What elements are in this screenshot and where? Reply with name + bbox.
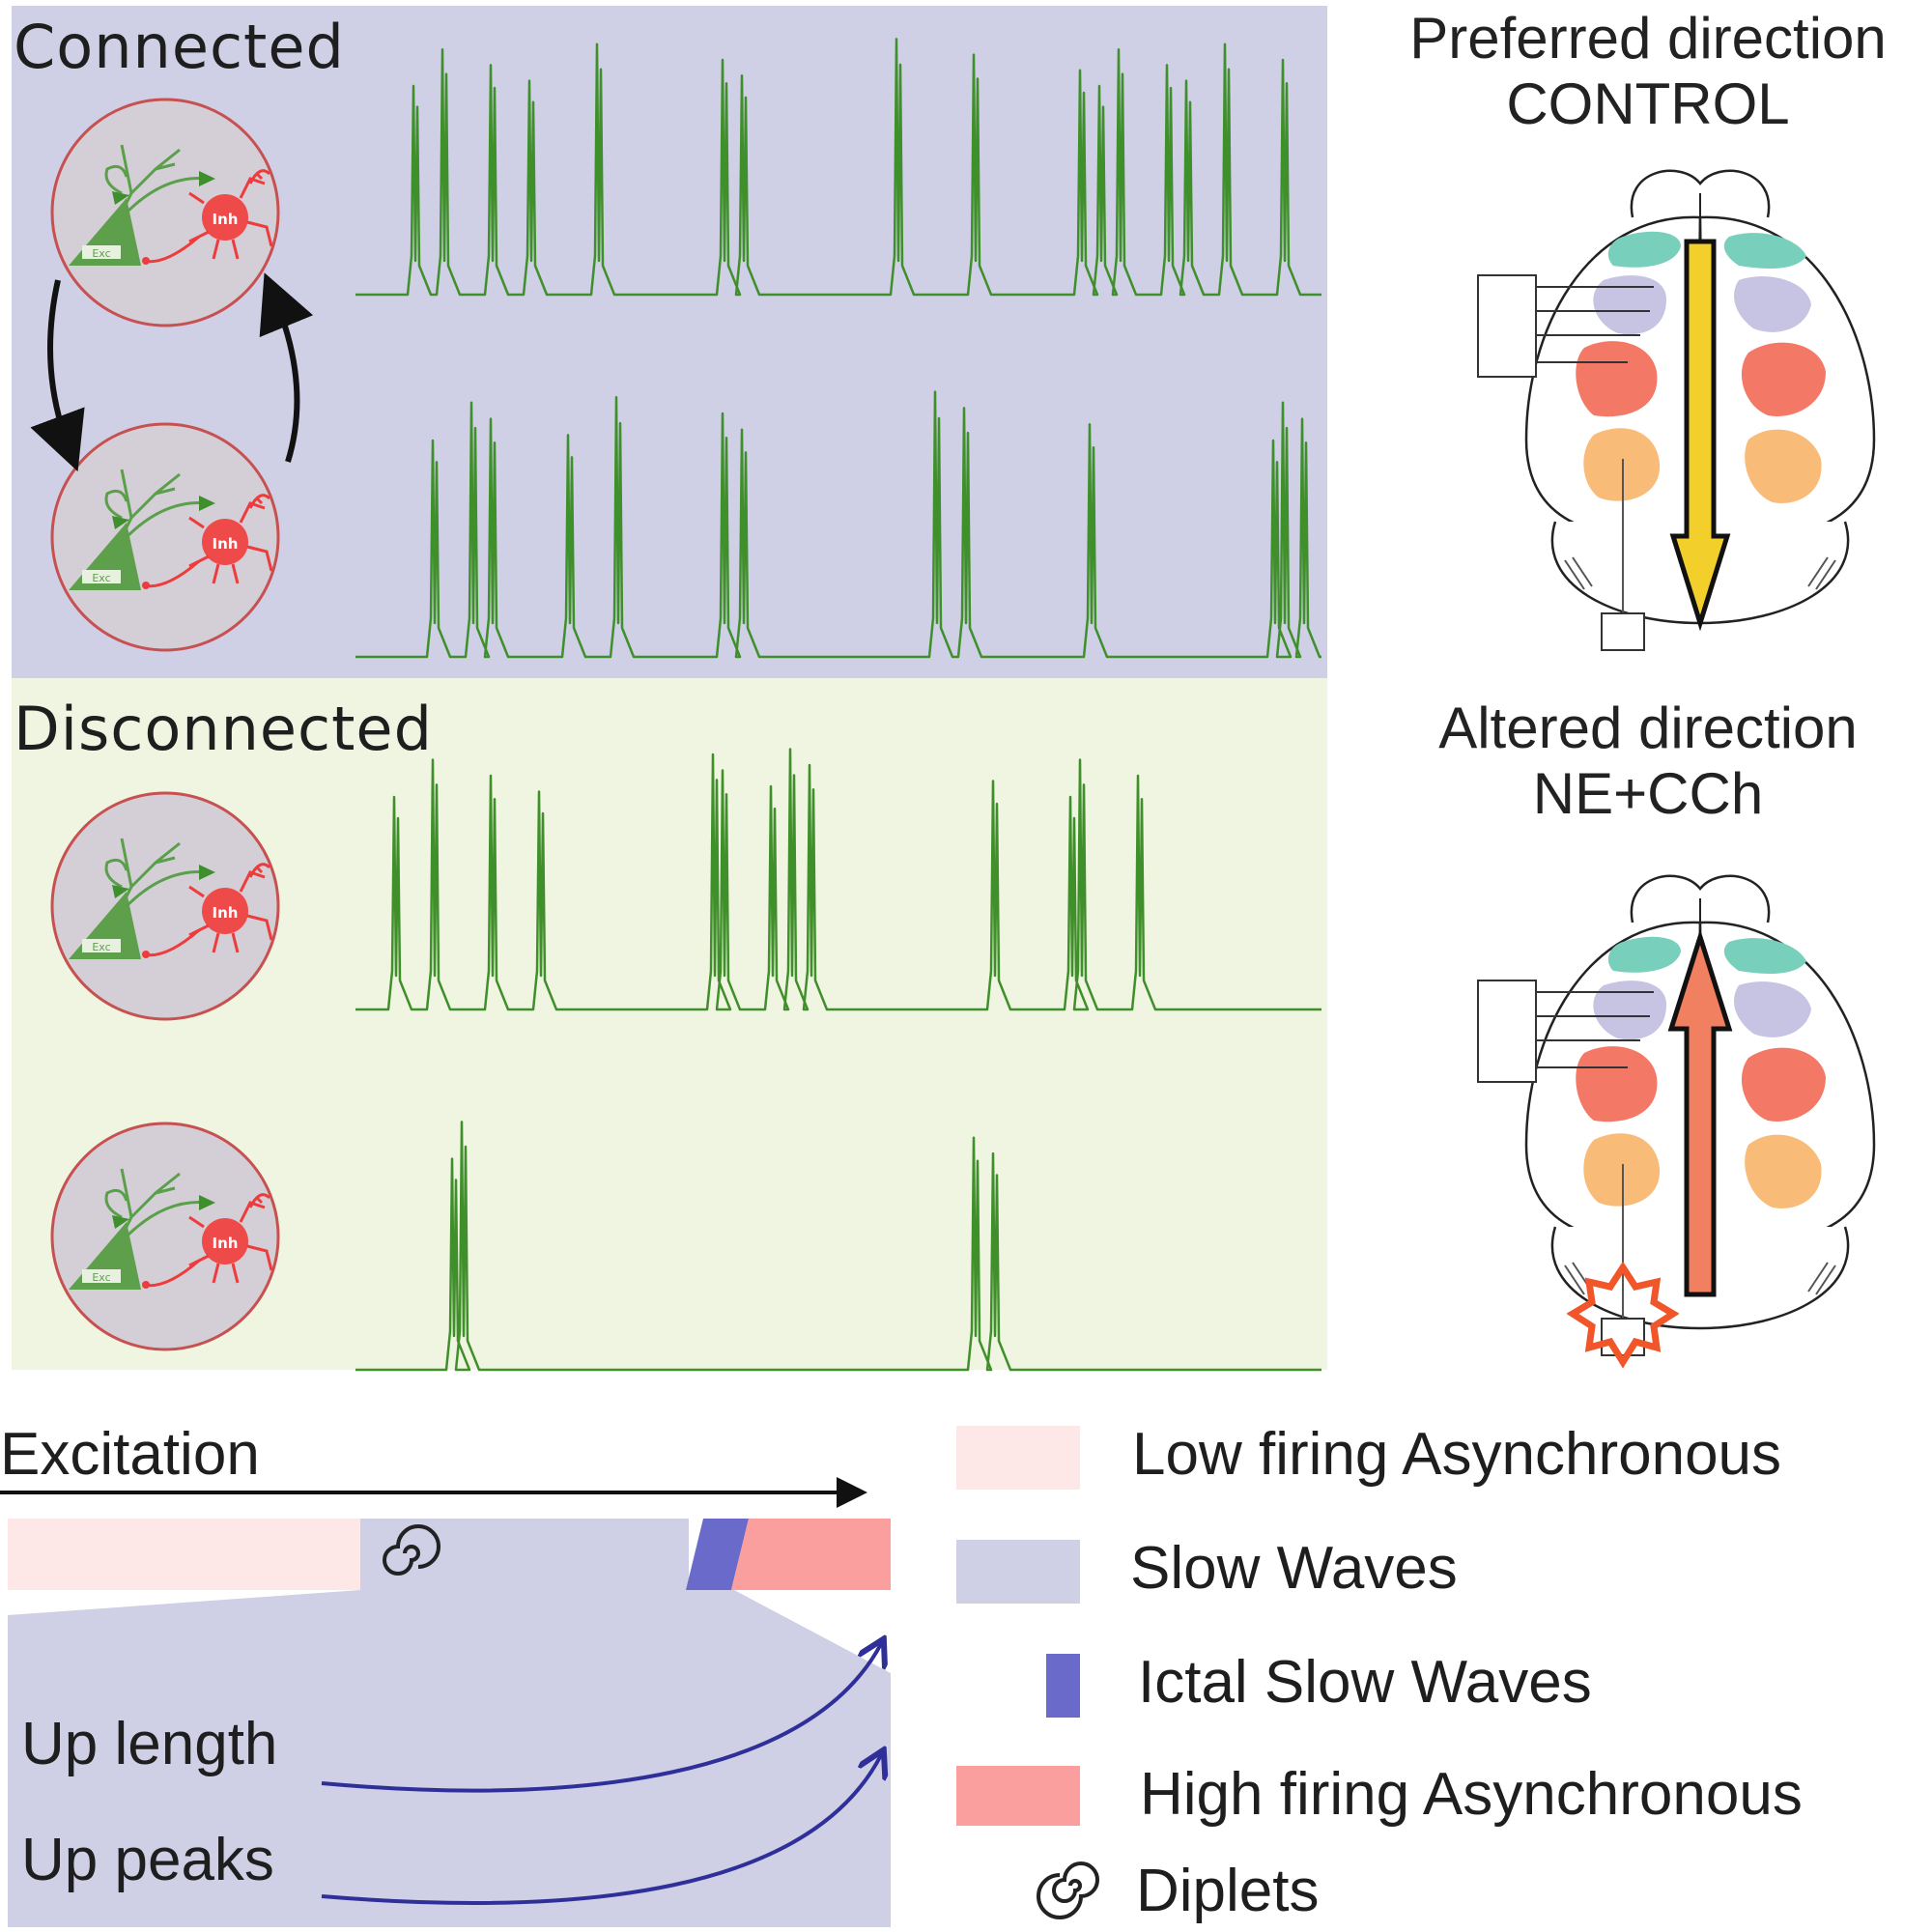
brain-title-control-line1: Preferred direction <box>1409 6 1887 71</box>
brain-title-control: Preferred direction CONTROL <box>1349 6 1932 137</box>
legend-label-low-firing: Low firing Asynchronous <box>1132 1421 1782 1488</box>
brain-title-altered: Altered direction NE+CCh <box>1349 696 1932 827</box>
disconnected-label: Disconnected <box>14 694 433 764</box>
segment-ictal <box>686 1519 749 1590</box>
disconnected-trace-2 <box>355 1121 1321 1372</box>
brain-control <box>1476 169 1876 652</box>
legend-label-ictal: Ictal Slow Waves <box>1138 1649 1592 1716</box>
brain-altered <box>1476 874 1876 1369</box>
segment-low-firing <box>8 1519 360 1590</box>
brain-title-altered-line1: Altered direction <box>1438 696 1858 760</box>
legend-label-high-firing: High firing Asynchronous <box>1140 1761 1803 1828</box>
up-peaks-label: Up peaks <box>21 1827 274 1893</box>
legend-label-slow-waves: Slow Waves <box>1130 1535 1458 1602</box>
segment-slow-waves <box>360 1519 689 1590</box>
connected-label: Connected <box>14 12 345 82</box>
diplet-spiral-icon <box>383 1524 440 1576</box>
slow-waves-expansion <box>8 1590 891 1927</box>
excitation-label: Excitation <box>0 1421 260 1488</box>
connected-trace-1 <box>355 38 1321 297</box>
legend-swatch-low-firing <box>956 1426 1080 1490</box>
disconnected-trace-1 <box>355 748 1321 1011</box>
legend-swatch-slow-waves <box>956 1540 1080 1604</box>
segment-high-firing <box>731 1519 891 1590</box>
coupling-arrow-up <box>259 272 314 463</box>
direction-arrow-down <box>1669 193 1731 632</box>
legend-diplet-spiral-icon <box>1037 1861 1099 1919</box>
brain-title-control-line2: CONTROL <box>1506 71 1790 136</box>
legend-swatch-high-firing <box>956 1766 1080 1826</box>
brain-title-altered-line2: NE+CCh <box>1532 761 1764 826</box>
direction-arrow-up <box>1667 898 1733 1297</box>
up-peaks-trend-arrow <box>321 1753 882 1905</box>
legend-label-diplets: Diplets <box>1136 1858 1320 1924</box>
legend-swatch-ictal <box>1046 1654 1080 1718</box>
coupling-arrow-down <box>30 279 85 472</box>
up-length-label: Up length <box>21 1711 278 1777</box>
up-length-trend-arrow <box>321 1642 882 1793</box>
stimulus-star-icon <box>1566 1261 1680 1369</box>
connected-trace-2 <box>355 390 1321 659</box>
